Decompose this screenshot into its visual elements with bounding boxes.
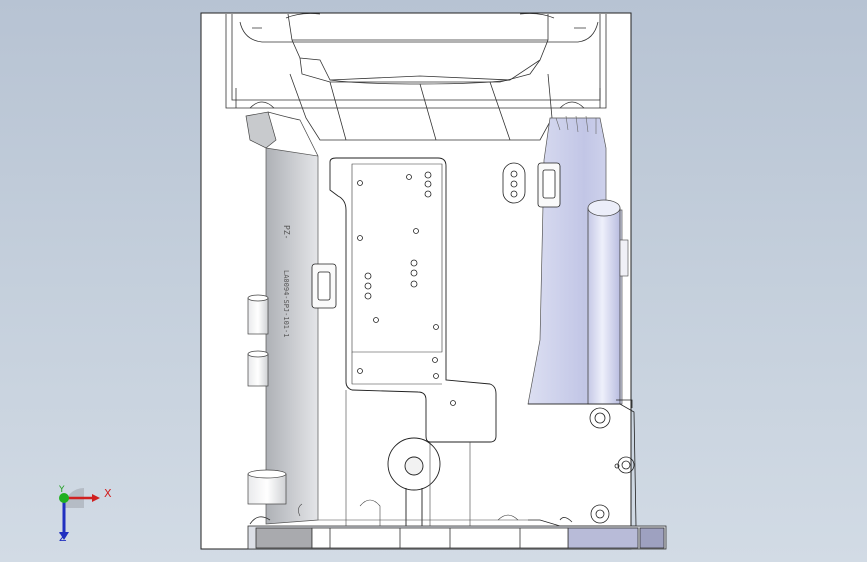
engraving-mark: PZ- (282, 225, 291, 239)
engraving-text: LA0094-SPJ-101-1 (282, 270, 290, 337)
pockets (311, 162, 561, 309)
top-cavity (225, 13, 607, 141)
x-arrow-icon (92, 494, 100, 502)
left-wall (265, 147, 319, 525)
y-axis-dot-icon (59, 493, 69, 503)
z-arrow-icon (59, 532, 69, 540)
ribs (555, 115, 597, 134)
cylinder (587, 200, 621, 405)
body-edges (298, 390, 528, 526)
z-axis-label: Z (59, 531, 67, 544)
slotted-holes (502, 162, 526, 204)
triad-graphic (59, 488, 100, 540)
axis-triad: X Y Z (40, 478, 120, 548)
left-bosses (247, 294, 287, 505)
y-axis-label: Y (59, 485, 65, 495)
base-plate (247, 516, 667, 550)
x-axis-label: X (104, 487, 112, 500)
plate-holes (357, 171, 456, 406)
